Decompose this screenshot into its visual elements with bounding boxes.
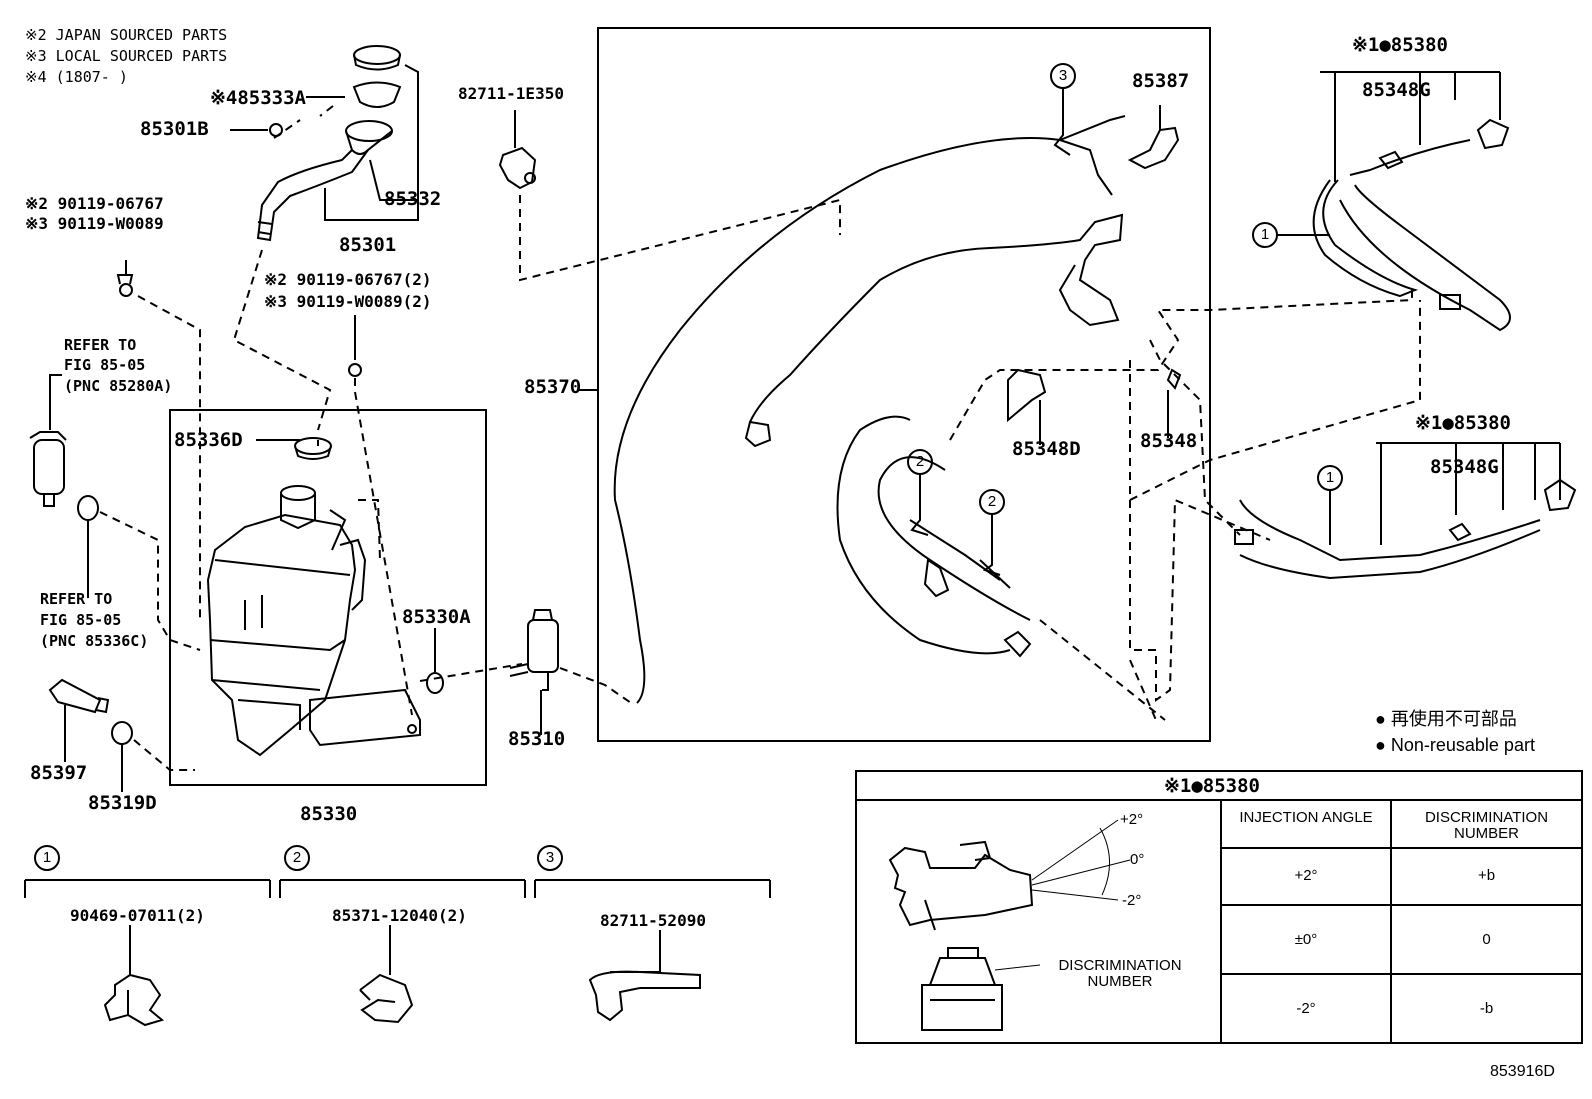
table-row-number: -b <box>1479 1000 1494 1017</box>
part-bolt-a-japan[interactable]: ※2 90119-06767 <box>25 194 164 213</box>
callout-3-hose[interactable]: 3 <box>1058 67 1068 84</box>
legend-non-reusable: ● Non-reusable part <box>1375 735 1535 755</box>
bolt-icon <box>348 363 362 377</box>
clamp-icon <box>498 146 537 190</box>
part-85348G-top[interactable]: 85348G <box>1362 79 1431 101</box>
callout-1-group[interactable]: 1 <box>42 849 52 866</box>
bolt-icon <box>119 283 133 297</box>
part-85319D[interactable]: 85319D <box>88 792 157 814</box>
refer-grommet-l1: REFER TO <box>40 590 113 608</box>
table-row-angle: -2° <box>1296 1000 1316 1017</box>
part-85330[interactable]: 85330 <box>300 803 358 825</box>
fig-discrimination-label: DISCRIMINATION NUMBER <box>1058 957 1182 990</box>
grommet-icon <box>111 721 133 745</box>
table-header-injection-angle: INJECTION ANGLE <box>1239 809 1373 826</box>
refer-motor-l3: (PNC 85280A) <box>64 377 173 395</box>
part-85348G-mid[interactable]: 85348G <box>1430 456 1499 478</box>
part-85380-top[interactable]: ※1●85380 <box>1352 34 1448 56</box>
part-85310[interactable]: 85310 <box>508 728 566 750</box>
washer-motor-icon <box>29 431 67 507</box>
part-85371-12040[interactable]: 85371-12040(2) <box>332 906 467 925</box>
part-85348[interactable]: 85348 <box>1140 430 1198 452</box>
part-bolt-a-local[interactable]: ※3 90119-W0089 <box>25 214 164 233</box>
part-85332[interactable]: 85332 <box>384 188 442 210</box>
refer-motor-l1: REFER TO <box>64 336 137 354</box>
callout-1-mid[interactable]: 1 <box>1325 469 1335 486</box>
part-85348D[interactable]: 85348D <box>1012 438 1081 460</box>
part-90469-07011[interactable]: 90469-07011(2) <box>70 906 205 925</box>
hose-clip-icon <box>103 973 165 1027</box>
grommet-icon <box>77 495 99 521</box>
table-row-angle: ±0° <box>1294 931 1318 948</box>
table-title: ※1●85380 <box>1164 775 1260 797</box>
joint-icon <box>1007 368 1047 423</box>
note-japan-sourced: ※2 JAPAN SOURCED PARTS <box>25 26 228 44</box>
part-85397[interactable]: 85397 <box>30 762 88 784</box>
legend-japanese: ● 再使用不可部品 <box>1375 709 1517 729</box>
note-date-range: ※4 (1807- ) <box>25 68 128 86</box>
clip-icon <box>588 970 701 1022</box>
nozzle-discrimination-icon <box>921 947 1003 1031</box>
callout-2-hose-b[interactable]: 2 <box>987 493 997 510</box>
part-85301[interactable]: 85301 <box>339 234 397 256</box>
check-valve-icon <box>1166 368 1182 390</box>
nozzle-hose-top-icon <box>1312 71 1511 332</box>
hose-frame <box>597 27 1211 742</box>
filler-neck-icon <box>256 45 402 242</box>
table-row-number: 0 <box>1482 931 1491 948</box>
part-85330A[interactable]: 85330A <box>402 606 471 628</box>
note-local-sourced: ※3 LOCAL SOURCED PARTS <box>25 47 228 65</box>
part-85380-mid[interactable]: ※1●85380 <box>1415 412 1511 434</box>
fig-angle-plus: +2° <box>1120 811 1144 828</box>
table-row-angle: +2° <box>1294 867 1318 884</box>
part-82711-1E350[interactable]: 82711-1E350 <box>458 84 564 103</box>
callout-1-top[interactable]: 1 <box>1260 226 1270 243</box>
callout-3-group[interactable]: 3 <box>545 849 555 866</box>
reservoir-tank-icon <box>206 437 421 757</box>
part-85333A[interactable]: ※485333A <box>210 87 306 109</box>
nozzle-icon <box>888 840 1034 931</box>
hose-clamp-icon <box>359 973 414 1024</box>
grommet-icon <box>426 672 444 694</box>
figure-id: 853916D <box>1490 1063 1555 1080</box>
part-bolt-b-japan[interactable]: ※2 90119-06767(2) <box>264 270 432 289</box>
pump-icon <box>509 609 559 691</box>
callout-2-group[interactable]: 2 <box>292 849 302 866</box>
refer-grommet-l2[interactable]: FIG 85-05 <box>40 611 122 629</box>
refer-grommet-l3: (PNC 85336C) <box>40 632 149 650</box>
fig-angle-minus: -2° <box>1122 892 1142 909</box>
table-header-discrimination-number: DISCRIMINATION NUMBER <box>1424 809 1549 842</box>
nozzle-hose-mid-icon <box>1234 442 1577 580</box>
table-row-number: +b <box>1477 867 1496 884</box>
part-82711-52090[interactable]: 82711-52090 <box>600 911 706 930</box>
callout-2-hose-a[interactable]: 2 <box>915 453 925 470</box>
reservoir-frame <box>169 409 487 786</box>
part-85336D[interactable]: 85336D <box>174 429 243 451</box>
washer-hose-icon <box>613 115 1126 704</box>
part-bolt-b-local[interactable]: ※3 90119-W0089(2) <box>264 292 432 311</box>
level-sensor-icon <box>48 678 110 714</box>
refer-motor-l2[interactable]: FIG 85-05 <box>64 356 146 374</box>
nozzle-table-frame <box>855 770 1583 1044</box>
part-85370[interactable]: 85370 <box>524 376 582 398</box>
fig-angle-zero: 0° <box>1130 851 1145 868</box>
joint-icon <box>1127 126 1180 170</box>
part-85387[interactable]: 85387 <box>1132 70 1190 92</box>
part-85301B[interactable]: 85301B <box>140 118 209 140</box>
